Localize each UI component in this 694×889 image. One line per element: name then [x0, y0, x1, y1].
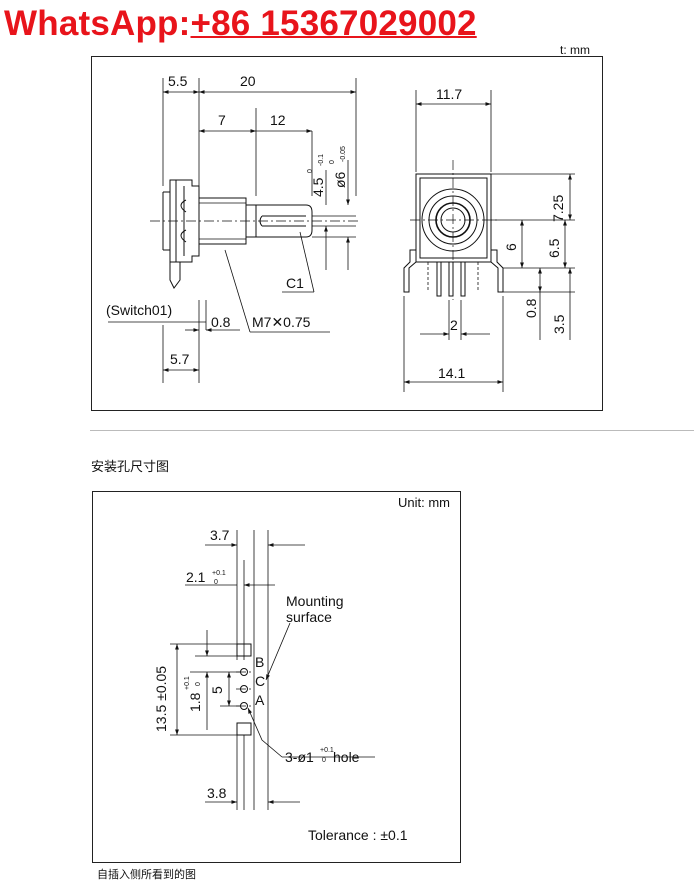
footnote: 自插入侧所看到的图 [97, 869, 196, 881]
watermark-number: +86 15367029002 [190, 4, 477, 43]
mounting-hole-view: Unit: mm [153, 495, 450, 843]
tolerance-note: Tolerance : ±0.1 [308, 827, 408, 843]
dim-2-1-tol-dn: 0 [214, 579, 218, 586]
section-title: 安装孔尺寸图 [91, 459, 170, 474]
dim-dia-6: ø6 [332, 171, 348, 188]
dim-3-5: 3.5 [551, 314, 567, 334]
label-c1: C1 [286, 275, 304, 291]
whatsapp-watermark: WhatsApp:+86 15367029002 [4, 4, 477, 44]
dim-11-7: 11.7 [436, 86, 462, 102]
dim-13-5: 13.5 ±0.05 [153, 666, 169, 732]
dim-dia-6-tol-dn: -0.05 [340, 146, 347, 162]
dim-2-1-tol-up: +0.1 [212, 570, 226, 577]
dim-0-8: 0.8 [211, 314, 231, 330]
dim-7-25: 7.25 [550, 195, 566, 222]
dim-4-5-tol-dn: -0.1 [318, 154, 325, 166]
dim-6: 6 [503, 243, 519, 251]
dim-dia-6-tol-up: 0 [329, 160, 336, 164]
dim-3-7: 3.7 [210, 527, 230, 543]
bottom-unit-label: Unit: mm [398, 495, 450, 510]
hole-tol-dn: 0 [322, 757, 326, 764]
dim-5-7: 5.7 [170, 351, 190, 367]
dim-12: 12 [270, 112, 286, 128]
side-view: 5.5 20 7 12 4.5 0 -0.1 ø6 0 -0.05 C1 (Sw… [106, 73, 360, 383]
dim-0-8b: 0.8 [523, 298, 539, 318]
dim-4-5-tol-up: 0 [307, 169, 314, 173]
hole-suffix: hole [333, 749, 360, 765]
dim-4-5: 4.5 [310, 177, 326, 197]
dim-5-5: 5.5 [168, 73, 188, 89]
dim-20: 20 [240, 73, 256, 89]
dim-7: 7 [218, 112, 226, 128]
pin-label-c: C [255, 673, 265, 689]
bottom-drawing-frame [92, 491, 461, 863]
top-unit-label: t: mm [560, 43, 590, 57]
dim-2: 2 [450, 317, 458, 333]
dim-1-8-tol-up: +0.1 [184, 676, 191, 690]
dim-5: 5 [209, 686, 225, 694]
label-switch: (Switch01) [106, 302, 172, 318]
dim-1-8: 1.8 [187, 692, 203, 712]
section-divider [90, 430, 694, 431]
pin-label-b: B [255, 654, 264, 670]
hole-tol-up: +0.1 [320, 747, 334, 754]
label-thread: M7✕0.75 [252, 314, 311, 330]
dim-3-8: 3.8 [207, 785, 227, 801]
dim-2-1: 2.1 [186, 569, 206, 585]
dim-1-8-tol-dn: 0 [195, 682, 202, 686]
label-mounting: Mounting [286, 593, 344, 609]
front-view: 11.7 7.25 6 6.5 0.8 3.5 2 14.1 [403, 86, 575, 392]
top-drawing-frame [91, 56, 603, 411]
dim-6-5: 6.5 [546, 238, 562, 258]
label-hole: 3-ø1 [285, 749, 314, 765]
hole-main: 3-ø1 [285, 749, 314, 765]
pin-label-a: A [255, 692, 265, 708]
dim-14-1: 14.1 [438, 365, 465, 381]
watermark-prefix: WhatsApp: [4, 4, 191, 43]
label-surface: surface [286, 609, 332, 625]
